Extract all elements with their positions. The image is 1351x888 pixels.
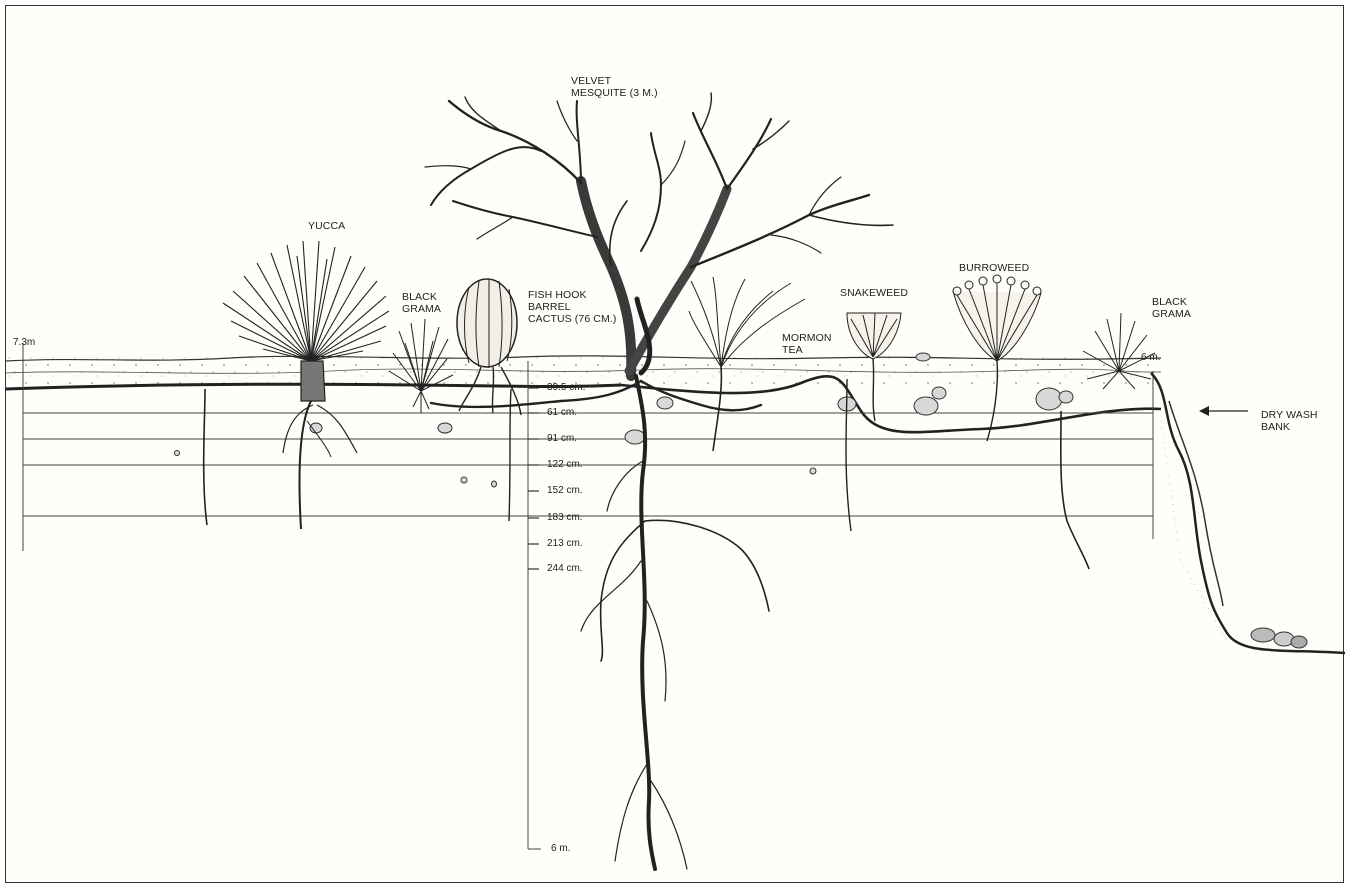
max-depth-label: 6 m. [551, 843, 570, 854]
label-velvet-mesquite: VELVET MESQUITE (3 m.) [571, 75, 658, 99]
depth-label: 244 cm. [547, 563, 583, 574]
label-barrel-cactus: FISH HOOK BARREL CACTUS (76 cm.) [528, 289, 616, 325]
depth-label: 152 cm. [547, 485, 583, 496]
label-burroweed: BURROWEED [959, 262, 1029, 274]
soil-surface [6, 356, 1161, 432]
depth-label: 122 cm. [547, 459, 583, 470]
label-snakeweed: SNAKEWEED [840, 287, 908, 299]
depth-strata [23, 343, 1153, 849]
label-mormon-tea: MORMON TEA [782, 332, 832, 356]
label-black-grama-left: BLACK GRAMA [402, 291, 441, 315]
label-left-width: 7.3m [13, 337, 35, 348]
depth-label: 61 cm. [547, 407, 577, 418]
label-yucca: YUCCA [308, 220, 345, 232]
label-dry-wash-bank: DRY WASH BANK [1261, 409, 1318, 433]
label-right-width: 6 m. [1141, 352, 1160, 363]
depth-label: 30.5 cm. [547, 382, 585, 393]
root-profile-diagram [6, 6, 1345, 884]
depth-label: 183 cm. [547, 512, 583, 523]
depth-ticks [528, 388, 539, 569]
label-black-grama-right: BLACK GRAMA [1152, 296, 1191, 320]
barrel-cactus-plant [457, 279, 521, 521]
diagram-frame: YUCCA BLACK GRAMA FISH HOOK BARREL CACTU… [5, 5, 1344, 883]
depth-label: 213 cm. [547, 538, 583, 549]
depth-label: 91 cm. [547, 433, 577, 444]
dry-wash-arrow-icon [1199, 406, 1248, 416]
